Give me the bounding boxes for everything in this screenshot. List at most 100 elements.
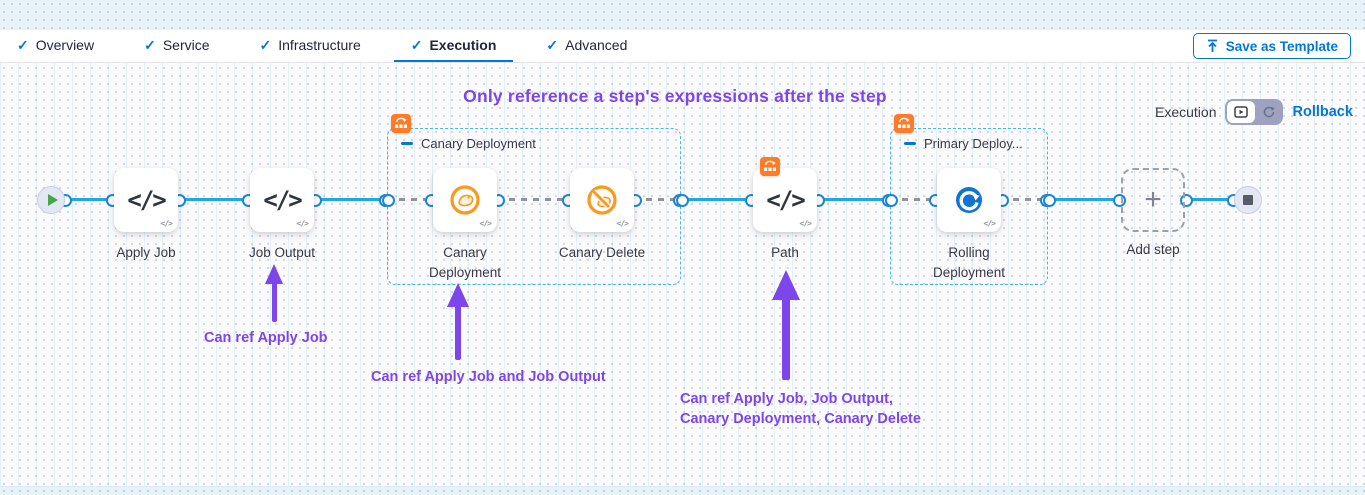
execution-rollback-toggle[interactable] [1225,99,1284,125]
save-as-template-button[interactable]: Save as Template [1192,33,1351,59]
link [59,194,119,206]
step-rolling-deployment[interactable]: </> [937,168,1001,232]
stop-icon [1243,195,1253,205]
stage-tabs: ✓ Overview ✓ Service ✓ Infrastructure ✓ … [0,30,644,62]
annotation-note: Can ref Apply Job and Job Output [371,369,606,385]
group-label: Primary Deploy... [924,136,1023,151]
step-path[interactable]: </> </> [753,168,817,232]
tab-label: Infrastructure [278,37,361,53]
canary-icon [450,185,480,215]
tab-label: Advanced [565,37,628,53]
check-icon: ✓ [144,37,156,53]
link [812,194,895,206]
rollback-steps-badge[interactable] [894,114,914,133]
collapse-icon[interactable] [904,142,916,145]
script-type-icon: </> [296,219,309,228]
check-icon: ✓ [410,37,423,53]
check-icon: ✓ [17,37,29,53]
annotation-arrow-shaft [782,298,790,380]
play-icon [47,194,58,206]
link [1180,194,1240,206]
link [1043,194,1126,206]
add-step-button[interactable]: + [1121,168,1185,232]
link-dashed [996,194,1053,206]
code-icon: </> [766,186,805,214]
script-type-icon: </> [160,219,173,228]
script-type-icon: </> [479,219,492,228]
execution-toggle-button[interactable] [1227,101,1256,123]
upload-icon [1207,39,1217,52]
rollback-link[interactable]: Rollback [1292,104,1353,120]
tab-label: Service [162,37,210,53]
step-canary-delete[interactable]: </> [570,168,634,232]
tab-overview[interactable]: ✓ Overview [0,30,111,62]
step-label: Canary Deployment [428,245,502,281]
step-canary-deployment[interactable]: </> [433,168,497,232]
rollback-toggle-button[interactable] [1255,99,1283,125]
tabbar-right: Save as Template [1192,30,1365,62]
rollback-steps-badge[interactable] [760,157,780,176]
group-header: Canary Deployment [401,136,536,151]
annotation-arrow-shaft [272,282,277,322]
tab-label: Overview [35,37,95,53]
link [173,194,255,206]
tab-execution[interactable]: ✓ Execution [393,30,514,62]
group-header: Primary Deploy... [904,136,1023,151]
check-icon: ✓ [546,37,559,53]
script-type-icon: </> [799,219,812,228]
tab-infrastructure[interactable]: ✓ Infrastructure [243,30,378,62]
annotation-note: Can ref Apply Job, Job Output, Canary De… [680,390,921,429]
step-label: Rolling Deployment [932,245,1006,281]
rollback-steps-icon [764,160,776,171]
link [676,194,758,206]
annotation-arrow-up-icon [265,264,283,284]
step-label: Apply Job [116,245,176,260]
pipeline-start-node[interactable] [37,186,65,214]
step-label: Job Output [248,245,316,260]
collapse-icon[interactable] [401,142,413,145]
pipeline-end-node[interactable] [1234,186,1262,214]
rolling-deployment-icon [956,187,982,213]
stage-tabbar: ✓ Overview ✓ Service ✓ Infrastructure ✓ … [0,30,1365,63]
step-apply-job[interactable]: </> </> [114,168,178,232]
rollback-steps-icon [898,117,910,128]
script-type-icon: </> [616,219,629,228]
script-type-icon: </> [983,219,996,228]
plus-icon: + [1144,183,1162,216]
execution-icon [1234,106,1249,118]
step-group-primary-deployment[interactable]: Primary Deploy... [890,128,1048,285]
tab-label: Execution [429,37,497,53]
rollback-icon [1264,106,1276,118]
annotation-note: Can ref Apply Job [204,330,328,346]
step-label: Path [771,245,799,260]
annotation-note-line2: Canary Deployment, Canary Delete [680,410,921,427]
step-label: Canary Delete [558,245,646,260]
rollback-steps-icon [395,117,407,128]
link [309,194,392,206]
link-dashed [885,194,942,206]
mode-bar: Execution Rollback [1155,99,1353,125]
check-icon: ✓ [259,37,272,53]
annotation-title: Only reference a step's expressions afte… [463,86,887,106]
code-icon: </> [127,186,166,214]
annotation-arrow-shaft [455,305,461,360]
link-dashed [492,194,575,206]
canvas-top-strip [0,0,1365,30]
annotation-arrow-up-icon [772,270,800,300]
annotation-arrow-up-icon [447,283,469,307]
link-dashed [382,194,438,206]
step-group-canary-deployment[interactable]: Canary Deployment [387,128,681,285]
annotation-note-line1: Can ref Apply Job, Job Output, [680,391,893,407]
step-job-output[interactable]: </> </> [250,168,314,232]
rollback-steps-badge[interactable] [391,114,411,133]
code-icon: </> [263,186,302,214]
add-step-label: Add step [1126,242,1180,257]
execution-mode-label: Execution [1155,104,1217,120]
group-label: Canary Deployment [421,136,536,151]
canary-delete-icon [587,185,617,215]
canvas-bottom-strip [0,486,1365,495]
tab-service[interactable]: ✓ Service [127,30,226,62]
link-dashed [629,194,686,206]
tab-advanced[interactable]: ✓ Advanced [529,30,644,62]
